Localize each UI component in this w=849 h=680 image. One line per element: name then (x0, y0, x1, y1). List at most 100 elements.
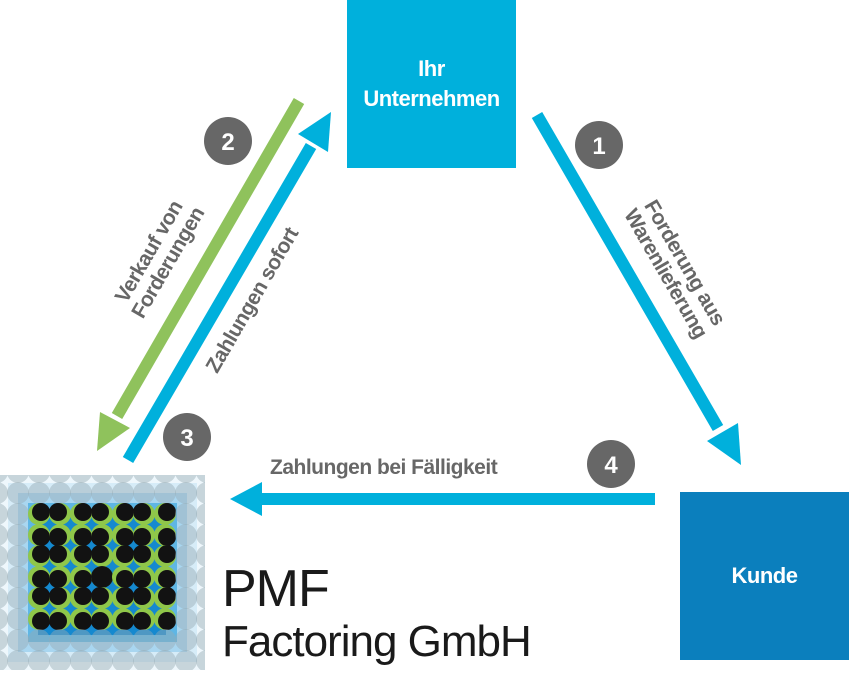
logo-dot-halo (154, 475, 176, 483)
badge-step-4: 4 (587, 440, 635, 488)
logo-dot-halo (154, 482, 176, 504)
logo-dot-halo (196, 524, 205, 546)
logo-dot-halo (196, 545, 205, 567)
logo-dot (74, 612, 92, 630)
badge-step-3: 3 (163, 413, 211, 461)
logo-dot-halo (28, 482, 50, 504)
logo-dot (133, 503, 151, 521)
logo-dot (158, 612, 176, 630)
logo-dot-halo (175, 475, 197, 483)
logo-dot-halo (175, 524, 197, 546)
badge-step-3-circle (163, 413, 211, 461)
logo-dot-halo (0, 608, 8, 630)
arrow-step-3-shaft (122, 142, 317, 464)
company-label-line2: Unternehmen (363, 86, 500, 111)
label-step-1: Forderung aus Warenlieferung (619, 196, 729, 342)
logo-dot-halo (196, 629, 205, 651)
logo-dot-halo (175, 482, 197, 504)
logo-dot (133, 587, 151, 605)
brand-subtitle: Factoring GmbH (222, 617, 532, 666)
label-step-2: Verkauf von Forderungen (111, 197, 209, 322)
logo-dot-halo (49, 482, 71, 504)
logo-dot (49, 570, 67, 588)
logo-dot-halo (7, 587, 29, 609)
logo-dot (49, 545, 67, 563)
logo-dot (133, 528, 151, 546)
logo-dot-halo (0, 524, 8, 546)
logo-dot-halo (133, 482, 155, 504)
logo-dot-halo (91, 482, 113, 504)
arrow-step-1 (531, 111, 741, 465)
brand-block: PMF Factoring GmbH (222, 560, 532, 667)
logo-dot (74, 528, 92, 546)
logo-dot-halo (7, 545, 29, 567)
logo-dot-halo (28, 629, 50, 651)
logo-dot (133, 612, 151, 630)
logo-dot (158, 570, 176, 588)
logo-dot-halo (133, 629, 155, 651)
logo-dot-halo (7, 650, 29, 670)
logo-dot-halo (175, 629, 197, 651)
logo-dot-halo (7, 566, 29, 588)
logo-dot (158, 587, 176, 605)
logo-dot-halo (0, 587, 8, 609)
logo-dot (158, 503, 176, 521)
logo-dot (116, 503, 134, 521)
arrow-step-4 (230, 482, 655, 516)
logo-dot-halo (133, 475, 155, 483)
logo-dot (49, 528, 67, 546)
logo-dot (133, 545, 151, 563)
logo-dot-halo (70, 482, 92, 504)
arrow-step-2-head (97, 412, 130, 451)
logo-dot-halo (175, 587, 197, 609)
logo-dot (91, 528, 109, 546)
badge-step-1-circle (575, 121, 623, 169)
logo-dot-halo (196, 566, 205, 588)
logo-dot-halo (175, 608, 197, 630)
logo-dot-halo (175, 503, 197, 525)
label-step-4-line1: Zahlungen bei Fälligkeit (270, 456, 498, 479)
company-label-line1: Ihr (418, 56, 445, 81)
arrow-step-4-head (230, 482, 262, 516)
logo-dot (32, 545, 50, 563)
logo-dot-halo (175, 650, 197, 670)
logo-dot-pattern (0, 475, 205, 670)
logo-dot-halo (28, 475, 50, 483)
customer-label: Kunde (731, 563, 798, 588)
logo-dot (91, 503, 109, 521)
logo-dot (133, 570, 151, 588)
logo-dot-halo (112, 475, 134, 483)
logo-dot (91, 587, 109, 605)
logo-dot-halo (91, 650, 113, 670)
logo-dot-halo (7, 524, 29, 546)
logo-dot (116, 612, 134, 630)
logo-dot-halo (154, 650, 176, 670)
logo-dot (116, 587, 134, 605)
logo-dot-halo (112, 629, 134, 651)
logo-dot-halo (0, 650, 8, 670)
logo-dot-halo (0, 475, 8, 483)
logo-dot (116, 528, 134, 546)
logo-dot (49, 503, 67, 521)
label-step-4: Zahlungen bei Fälligkeit (270, 456, 498, 479)
badge-step-1: 1 (575, 121, 623, 169)
logo-dot-halo (49, 475, 71, 483)
logo-dot (32, 570, 50, 588)
badge-step-1-number: 1 (592, 133, 605, 160)
logo-dot-halo (175, 545, 197, 567)
logo-dot (74, 570, 92, 588)
company-node: Ihr Unternehmen (347, 0, 516, 168)
logo-dot (49, 612, 67, 630)
logo-dot (74, 545, 92, 563)
logo-dot (158, 545, 176, 563)
brand-name: PMF (222, 560, 330, 618)
logo-dot (91, 612, 109, 630)
badge-step-4-circle (587, 440, 635, 488)
logo-dot-halo (196, 475, 205, 483)
logo-dot (32, 587, 50, 605)
arrow-step-2-shaft (111, 97, 305, 420)
logo-dot-halo (49, 629, 71, 651)
logo-dot (74, 503, 92, 521)
logo-dot-halo (7, 482, 29, 504)
